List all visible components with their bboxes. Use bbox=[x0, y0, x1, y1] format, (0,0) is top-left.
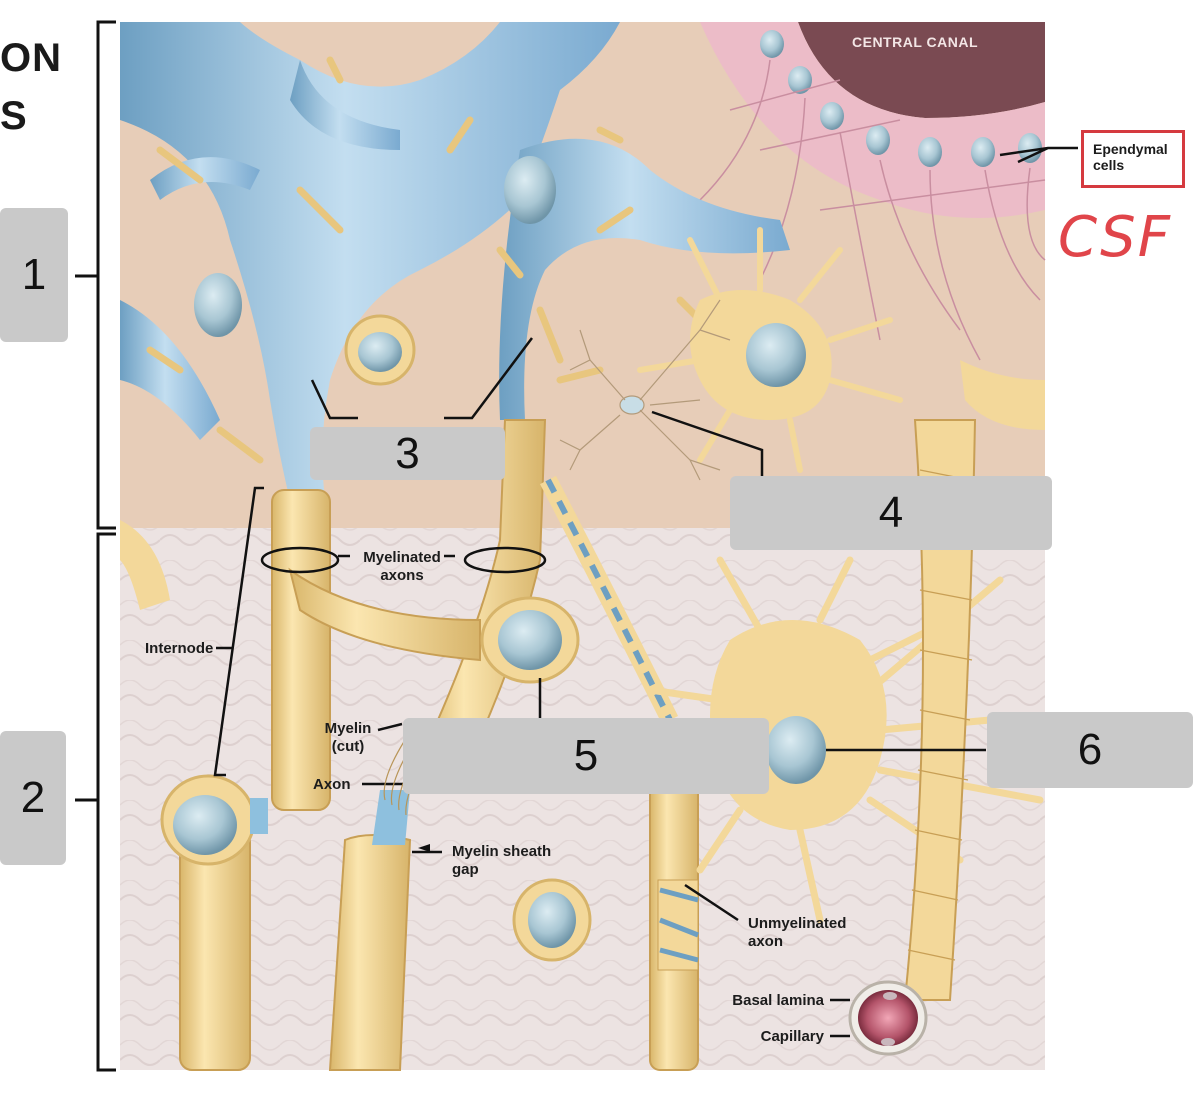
ependymal-line-2: cells bbox=[1093, 157, 1125, 174]
gap-line-1: Myelin sheath bbox=[452, 843, 552, 860]
gap-line-2: gap bbox=[452, 861, 479, 878]
basal-lamina-label: Basal lamina bbox=[732, 992, 824, 1009]
myelin-cut-line-2: (cut) bbox=[331, 738, 365, 755]
ependymal-cells bbox=[760, 30, 1042, 167]
central-canal bbox=[798, 22, 1045, 118]
myelinated-axons-label: Myelinated axons bbox=[356, 549, 448, 585]
myelin-sheath-gap-label: Myelin sheath gap bbox=[452, 843, 551, 879]
unmyelinated-axon-label: Unmyelinated axon bbox=[748, 915, 846, 951]
myelin-cut-line-1: Myelin bbox=[324, 720, 372, 737]
answer-box-5[interactable]: 5 bbox=[403, 718, 769, 794]
csf-handwritten-note: CSF bbox=[1058, 205, 1172, 270]
capillary-label: Capillary bbox=[760, 1028, 824, 1045]
answer-box-3[interactable]: 3 bbox=[310, 427, 505, 480]
answer-box-4[interactable]: 4 bbox=[730, 476, 1052, 550]
axon-label: Axon bbox=[313, 776, 351, 793]
answer-box-1[interactable]: 1 bbox=[0, 208, 68, 342]
answer-box-6[interactable]: 6 bbox=[987, 712, 1193, 788]
answer-box-2[interactable]: 2 bbox=[0, 731, 66, 865]
title-fragment-2: S bbox=[0, 94, 28, 138]
microglia bbox=[559, 299, 731, 481]
central-canal-label: CENTRAL CANAL bbox=[852, 34, 979, 50]
myelin-cut-label: Myelin (cut) bbox=[318, 720, 378, 756]
schwann-cells bbox=[160, 596, 592, 962]
region-brackets bbox=[75, 20, 116, 1072]
title-fragment-1: ON bbox=[0, 36, 62, 80]
internode-label: Internode bbox=[145, 640, 214, 657]
ependymal-cells-label: Ependymal cells bbox=[1081, 130, 1185, 188]
astrocytes bbox=[120, 22, 790, 500]
microglia-astro-yellow bbox=[637, 227, 903, 473]
myelinated-line-1: Myelinated bbox=[363, 549, 441, 566]
myelinated-line-2: axons bbox=[380, 567, 424, 584]
unmyelinated-axon bbox=[540, 475, 699, 971]
ependymal-layer bbox=[700, 22, 1045, 218]
capillary-vessel bbox=[848, 360, 1045, 1056]
leader-lines bbox=[213, 146, 1078, 1038]
unmyelinated-line-2: axon bbox=[748, 933, 784, 950]
unmyelinated-line-1: Unmyelinated bbox=[748, 915, 847, 932]
ependymal-line-1: Ependymal bbox=[1093, 141, 1168, 157]
